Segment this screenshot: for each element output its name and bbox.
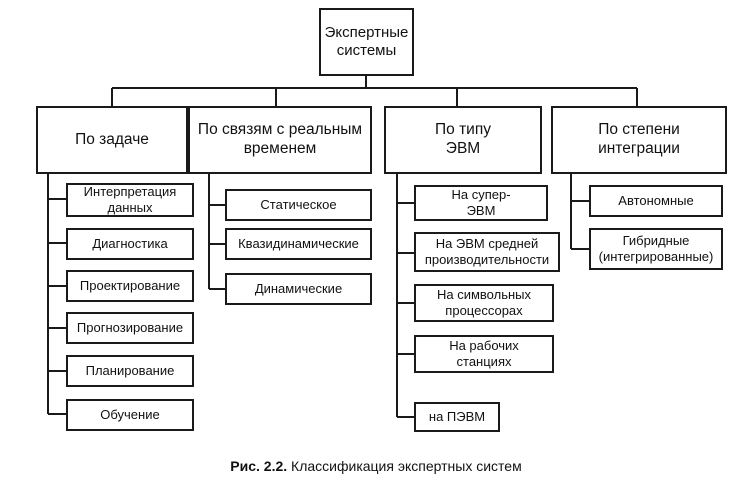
category-by-computer-type: По типу ЭВМ — [384, 106, 542, 174]
leaf-workstations: На рабочих станциях — [414, 335, 554, 373]
leaf-pc: на ПЭВМ — [414, 402, 500, 432]
figure-number: Рис. 2.2. — [230, 458, 288, 474]
leaf-diagnostics: Диагностика — [66, 228, 194, 260]
leaf-quasidynamic: Квазидинамические — [225, 228, 372, 260]
figure-title: Классификация экспертных систем — [287, 458, 522, 474]
leaf-training: Обучение — [66, 399, 194, 431]
leaf-supercomputer: На супер- ЭВМ — [414, 185, 548, 221]
leaf-autonomous: Автономные — [589, 185, 723, 217]
leaf-static: Статическое — [225, 189, 372, 221]
leaf-forecasting: Прогнозирование — [66, 312, 194, 344]
leaf-dynamic: Динамические — [225, 273, 372, 305]
leaf-interpretation: Интерпретация данных — [66, 183, 194, 217]
category-by-integration: По степени интеграции — [551, 106, 727, 174]
leaf-medium-performance: На ЭВМ средней производительности — [414, 232, 560, 272]
category-by-realtime: По связям с реальным временем — [188, 106, 372, 174]
leaf-hybrid: Гибридные (интегрированные) — [589, 228, 723, 270]
leaf-symbolic-processors: На символьных процессорах — [414, 284, 554, 322]
leaf-planning: Планирование — [66, 355, 194, 387]
figure-caption: Рис. 2.2. Классификация экспертных систе… — [0, 458, 752, 474]
category-by-task: По задаче — [36, 106, 188, 174]
root-node: Экспертные системы — [319, 8, 414, 76]
leaf-design: Проектирование — [66, 270, 194, 302]
